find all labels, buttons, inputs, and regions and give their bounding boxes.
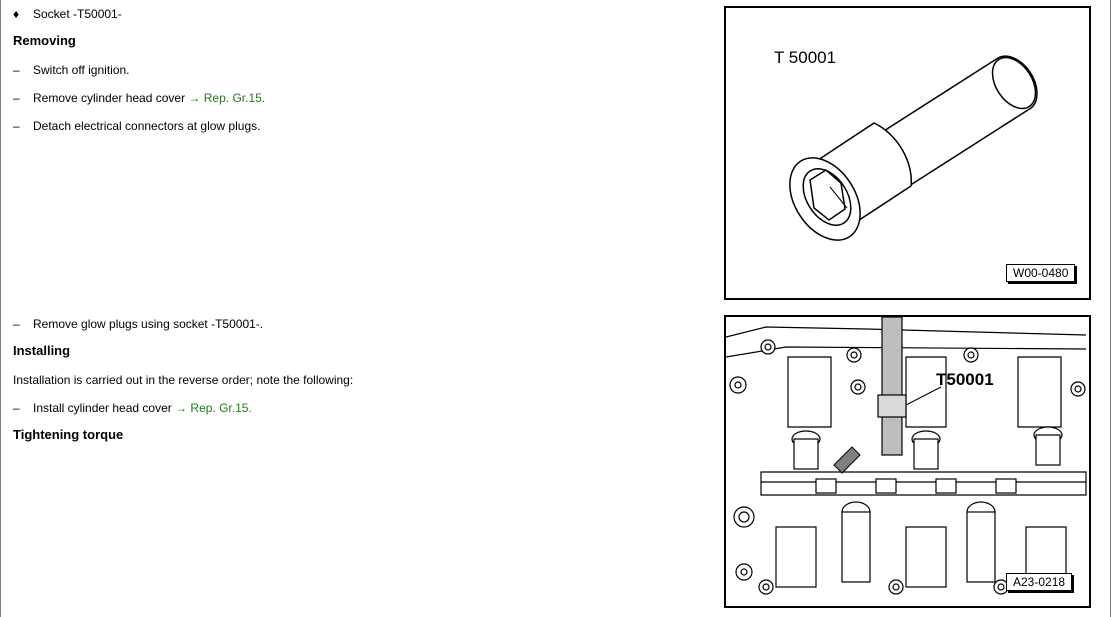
engine-illustration: T50001 xyxy=(726,317,1087,595)
tool-label: T 50001 xyxy=(774,48,836,67)
figure-id-badge: W00-0480 xyxy=(1006,264,1076,282)
dash-bullet: – xyxy=(13,119,20,133)
list-item-detach-connectors: –Detach electrical connectors at glow pl… xyxy=(13,119,260,133)
installation-note: Installation is carried out in the rever… xyxy=(13,373,354,387)
item-text: Install cylinder head cover xyxy=(33,401,176,415)
rep-gr15-link[interactable]: → Rep. Gr.15. xyxy=(175,401,252,415)
list-item-switch-off: –Switch off ignition. xyxy=(13,63,130,77)
diamond-bullet-icon: ♦ xyxy=(13,7,20,21)
dash-bullet: – xyxy=(13,91,20,105)
heading-removing: Removing xyxy=(13,33,76,48)
figure-socket-tool: T 50001 W00-0480 xyxy=(724,6,1091,300)
tool-label: T50001 xyxy=(936,370,994,389)
item-text: Detach electrical connectors at glow plu… xyxy=(33,119,261,133)
list-item-remove-glow-plugs: –Remove glow plugs using socket -T50001-… xyxy=(13,317,263,331)
heading-installing: Installing xyxy=(13,343,71,358)
item-text: Switch off ignition. xyxy=(33,63,130,77)
dash-bullet: – xyxy=(13,401,20,415)
item-text: Remove glow plugs using socket -T50001-. xyxy=(33,317,264,331)
item-text: Remove cylinder head cover xyxy=(33,91,189,105)
list-item-install-cover: –Install cylinder head cover → Rep. Gr.1… xyxy=(13,401,252,415)
list-item-socket: ♦ Socket -T50001- xyxy=(13,7,122,21)
figure-id-badge: A23-0218 xyxy=(1006,573,1073,591)
dash-bullet: – xyxy=(13,317,20,331)
heading-tightening-torque: Tightening torque xyxy=(13,427,124,442)
list-item-remove-cover: –Remove cylinder head cover → Rep. Gr.15… xyxy=(13,91,265,105)
figure-engine-glow-plugs: T50001 A23-0218 xyxy=(724,315,1091,608)
socket-tool-illustration: T 50001 xyxy=(774,48,1038,241)
dash-bullet: – xyxy=(13,63,20,77)
item-text: Socket -T50001- xyxy=(33,7,122,21)
rep-gr15-link[interactable]: → Rep. Gr.15. xyxy=(188,91,266,105)
